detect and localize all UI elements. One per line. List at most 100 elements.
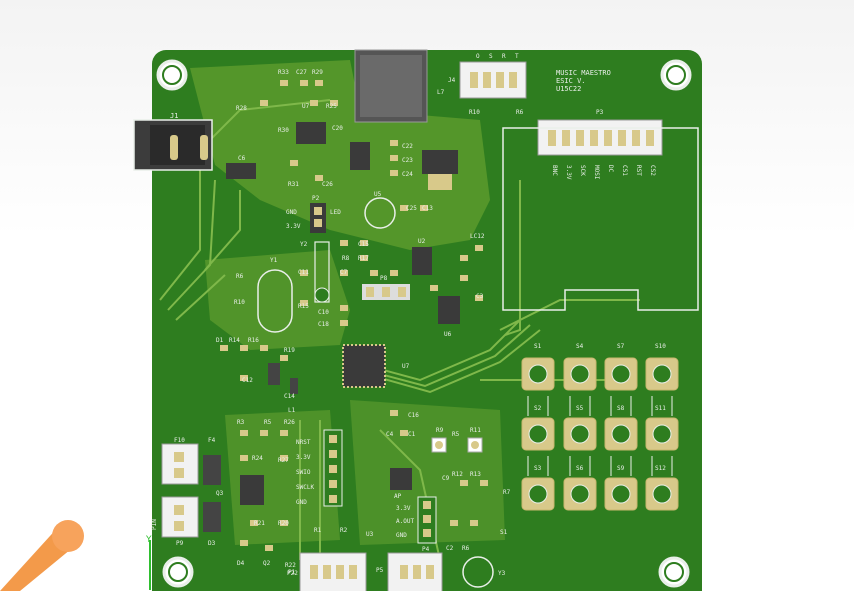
lcd-pin-cs1: CS1 <box>621 165 628 176</box>
label-r11: R11 <box>470 427 481 434</box>
label-p8: P8 <box>380 275 388 282</box>
label-c12: C12 <box>242 377 253 384</box>
key-label-s7: S7 <box>617 343 625 350</box>
label-f4: F4 <box>208 437 216 444</box>
y-axis-label: Y <box>145 535 152 545</box>
label-l7: L7 <box>437 89 445 96</box>
label-r6c: R6 <box>462 545 470 552</box>
u4-ic <box>390 468 412 490</box>
label-r5: R5 <box>264 419 272 426</box>
connector-p9 <box>161 496 199 538</box>
speaker-y3 <box>462 556 494 588</box>
label-r19: R19 <box>284 347 295 354</box>
label-r14: R14 <box>229 337 240 344</box>
label-c14: C14 <box>284 393 295 400</box>
c6-cap <box>226 163 256 179</box>
label-3v3: 3.3V <box>286 223 301 230</box>
label-l1: L1 <box>288 407 296 414</box>
label-y3: Y3 <box>498 570 506 577</box>
key-label-s10: S10 <box>655 343 666 350</box>
key-label-s8: S8 <box>617 405 625 412</box>
label-d4: D4 <box>237 560 245 567</box>
label-pin-side: PIN <box>151 519 158 530</box>
key-label-s1: S1 <box>534 343 542 350</box>
label-r28: R28 <box>236 105 247 112</box>
label-c27: C27 <box>296 69 307 76</box>
key-label-s2: S2 <box>534 405 542 412</box>
label-r9: R9 <box>436 427 444 434</box>
label-gnd: GND <box>286 209 297 216</box>
label-p2: P2 <box>312 195 320 202</box>
label-r13: R13 <box>470 471 481 478</box>
label-p9: P9 <box>176 540 184 547</box>
silkscreen-labels: MUSIC MAESTRO ESIC V. U15C22 O S R T J4 … <box>174 53 666 577</box>
label-led: LED <box>330 209 341 216</box>
label-r12: R12 <box>452 471 463 478</box>
f4-fuse <box>203 455 221 485</box>
label-r33: R33 <box>278 69 289 76</box>
label-o: O <box>476 53 480 60</box>
label-pin-swclk: SWCLK <box>296 484 314 491</box>
passives-top <box>220 80 488 551</box>
label-p3b: P22 <box>287 570 298 577</box>
q3-transistor <box>240 475 264 505</box>
connector-p5 <box>387 552 443 591</box>
label-c18: C18 <box>318 321 329 328</box>
label-c1: C1 <box>408 431 416 438</box>
label-u5: U5 <box>374 191 382 198</box>
label-p3: P3 <box>596 109 604 116</box>
key-label-s6: S6 <box>576 465 584 472</box>
lcd-pin-rst: RST <box>635 165 642 176</box>
label-j4: J4 <box>448 77 456 84</box>
orientation-gizmo[interactable]: Y <box>0 520 152 591</box>
label-r27: R27 <box>278 457 289 464</box>
keypad <box>521 357 679 511</box>
label-r10: R10 <box>234 299 245 306</box>
connector-p1 <box>299 552 367 591</box>
key-label-s4: S4 <box>576 343 584 350</box>
label-pin-swio: SWIO <box>296 469 311 476</box>
header-j4 <box>459 61 527 99</box>
label-pin-gnd: GND <box>296 499 307 506</box>
label-c7: C7 <box>340 269 348 276</box>
label-y1: Y1 <box>270 257 278 264</box>
mcu-ic <box>342 344 386 388</box>
crystal-y1 <box>257 269 293 333</box>
label-f10: F10 <box>174 437 185 444</box>
origin-sphere <box>52 520 84 552</box>
label-d1: D1 <box>216 337 224 344</box>
traces <box>159 99 640 561</box>
regulator-u1 <box>422 150 458 174</box>
led-u5 <box>364 197 396 229</box>
label-c3: C3 <box>476 293 484 300</box>
mounting-holes <box>156 59 692 588</box>
label-r8: R8 <box>342 255 350 262</box>
label-pin-3v3: 3.3V <box>296 454 311 461</box>
label-r26: R26 <box>284 419 295 426</box>
label-u7: U7 <box>302 103 310 110</box>
label-r30: R30 <box>278 127 289 134</box>
label-p1: P1 <box>288 569 296 576</box>
label-u3: U3 <box>366 531 374 538</box>
label-r25: R25 <box>326 103 337 110</box>
label-y2: Y2 <box>300 241 308 248</box>
label-r29: R29 <box>312 69 323 76</box>
lcd-pin-cs2: CS2 <box>649 165 656 176</box>
label-r6b: R6 <box>516 109 524 116</box>
label-lc12: LC12 <box>470 233 485 240</box>
label-p4: P4 <box>422 546 430 553</box>
key-label-s9: S9 <box>617 465 625 472</box>
lcd-pin-bnc: BNC <box>551 165 558 176</box>
header-p2 <box>310 203 326 233</box>
label-c4: C4 <box>386 431 394 438</box>
label-r20: R20 <box>278 520 289 527</box>
header-p8 <box>362 284 410 300</box>
lcd-outline <box>502 127 699 311</box>
label-d3: D3 <box>208 540 216 547</box>
header-lcd-p3 <box>537 119 663 156</box>
title-line-2: ESIC V. <box>556 77 586 85</box>
label-p5: P5 <box>376 567 384 574</box>
label-c24: C24 <box>402 171 413 178</box>
label-c20: C20 <box>332 125 343 132</box>
